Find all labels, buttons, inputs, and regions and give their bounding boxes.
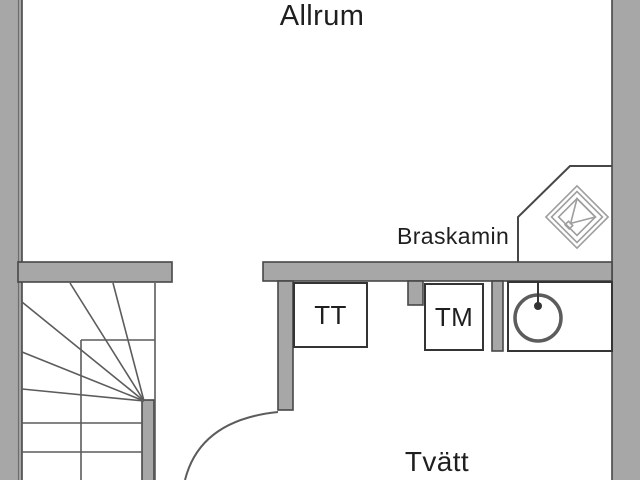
middle-wall [262, 261, 613, 282]
room-label-tvatt: Tvätt [404, 446, 470, 477]
sink-counter-box [507, 281, 613, 352]
door-swing-arc [184, 411, 279, 480]
appliance-label-tt: TT [314, 299, 347, 330]
fireplace-niche-outline [517, 165, 612, 262]
sink-wall-stub [491, 280, 504, 352]
winder-staircase [21, 282, 156, 480]
washing-machine-box [424, 283, 484, 351]
tumble-dryer-box [293, 282, 368, 348]
room-label-allrum: Allrum [279, 0, 365, 32]
stair-top-wall [17, 261, 173, 283]
stair-newel-post [141, 399, 155, 480]
appliance-label-tm: TM [434, 301, 474, 332]
mid-wall-stub [407, 280, 424, 306]
round-sink-with-tap-icon [513, 283, 563, 343]
feature-label-braskamin: Braskamin [397, 223, 510, 249]
laundry-wall-stub [277, 280, 294, 411]
corner-stove-icon [544, 184, 610, 250]
right-wall [611, 0, 640, 480]
left-wall [0, 0, 23, 480]
